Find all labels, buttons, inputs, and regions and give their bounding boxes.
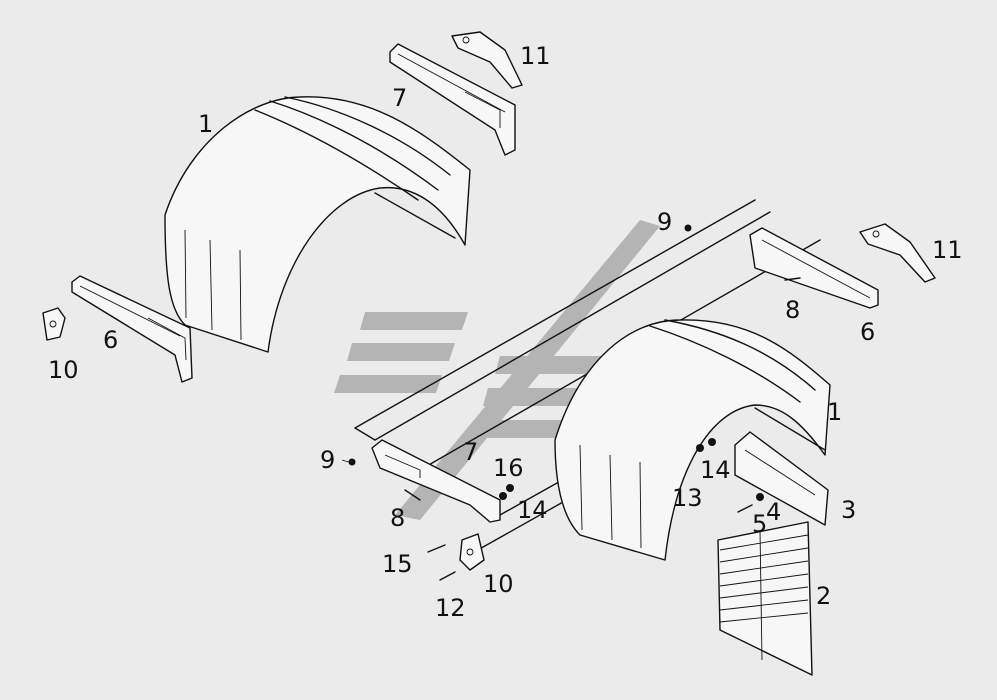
mudguard-right xyxy=(554,319,831,561)
fasteners xyxy=(348,224,801,581)
callout-3: 3 xyxy=(841,496,857,524)
plate-left-10 xyxy=(42,307,66,341)
callout-14-lower: 14 xyxy=(517,496,548,524)
callout-8-lower: 8 xyxy=(390,504,406,532)
bracket-upper-7 xyxy=(389,43,516,156)
bracket-right-6 xyxy=(749,227,879,309)
plate-lower-10 xyxy=(459,533,485,571)
bracket-lower-7 xyxy=(371,439,501,523)
callout-10-lower: 10 xyxy=(483,570,514,598)
mud-flap-2 xyxy=(717,521,813,676)
callout-7-lower: 7 xyxy=(463,438,479,466)
callout-1-right: 1 xyxy=(827,398,843,426)
callout-2: 2 xyxy=(816,582,832,610)
bracket-left-6 xyxy=(71,275,193,383)
small-bracket-upper-11 xyxy=(451,31,523,89)
callout-7-upper: 7 xyxy=(392,84,408,112)
callout-8-upper: 8 xyxy=(785,296,801,324)
callout-10-left: 10 xyxy=(48,356,79,384)
callout-11-upper: 11 xyxy=(520,42,551,70)
callout-13: 13 xyxy=(672,484,703,512)
callout-11-right: 11 xyxy=(932,236,963,264)
callout-9-lower: 9 xyxy=(320,446,336,474)
leader-lines xyxy=(341,459,356,465)
callout-1-upper: 1 xyxy=(198,110,214,138)
callout-6-right: 6 xyxy=(860,318,876,346)
callout-12: 12 xyxy=(435,594,466,622)
callout-15: 15 xyxy=(382,550,413,578)
panel-3 xyxy=(734,431,829,526)
small-bracket-right-11 xyxy=(859,223,936,283)
callout-9-upper: 9 xyxy=(657,208,673,236)
callout-4: 4 xyxy=(766,498,782,526)
mudguard-upper-left xyxy=(164,96,471,353)
callout-6-left: 6 xyxy=(103,326,119,354)
callout-16: 16 xyxy=(493,454,524,482)
callout-14-upper: 14 xyxy=(700,456,731,484)
callout-5: 5 xyxy=(752,510,768,538)
